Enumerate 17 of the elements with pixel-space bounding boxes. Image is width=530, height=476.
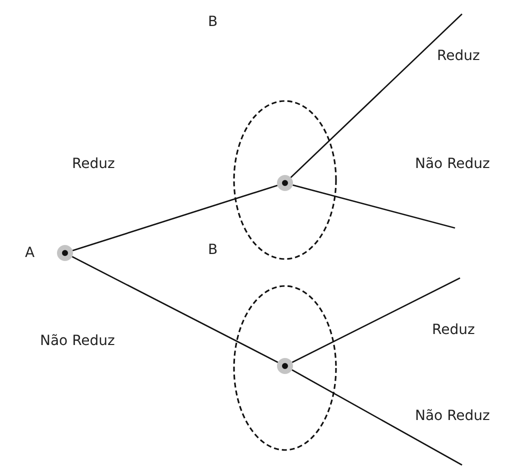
- branch-line: [72, 184, 278, 252]
- edge-label: Reduz: [432, 322, 475, 338]
- branch-line: [292, 184, 456, 229]
- set-label: B: [208, 14, 218, 30]
- edge-label: Reduz: [437, 48, 480, 64]
- branch-line: [292, 277, 460, 364]
- branch-line: [290, 14, 462, 178]
- branch-line: [292, 369, 462, 466]
- branch-line: [72, 256, 278, 363]
- node-label: A: [25, 245, 35, 261]
- edge-label: Reduz: [72, 156, 115, 172]
- decision-node: [277, 175, 293, 191]
- set-label: B: [208, 242, 218, 258]
- edge-label: Não Reduz: [40, 333, 115, 349]
- edge-label: Não Reduz: [415, 156, 490, 172]
- edge-label: Não Reduz: [415, 408, 490, 424]
- decision-node: [277, 358, 293, 374]
